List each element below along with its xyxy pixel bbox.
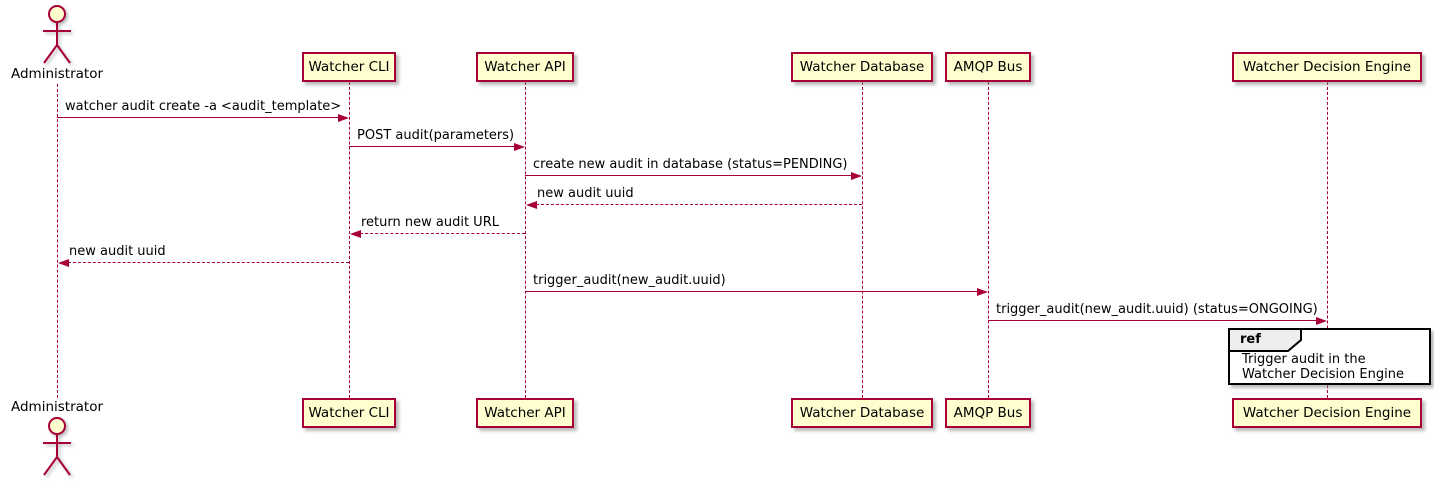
participant-bottom-amqp-bus: AMQP Bus bbox=[945, 398, 1031, 428]
ref-text-line1: Trigger audit in the bbox=[1242, 352, 1366, 367]
participant-top-watcher-database: Watcher Database bbox=[791, 52, 933, 82]
participant-bottom-watcher-decision-engine: Watcher Decision Engine bbox=[1232, 398, 1422, 428]
arrow-head-icon bbox=[350, 230, 361, 238]
ref-text-line2: Watcher Decision Engine bbox=[1242, 367, 1404, 382]
message-line-3 bbox=[525, 175, 851, 176]
participant-bottom-watcher-api: Watcher API bbox=[476, 398, 574, 428]
message-label-8: trigger_audit(new_audit.uuid) (status=ON… bbox=[996, 302, 1318, 317]
lifeline-amqp-bus bbox=[987, 82, 989, 398]
lifeline-watcher-cli bbox=[348, 82, 350, 398]
ref-keyword: ref bbox=[1240, 332, 1261, 347]
participant-top-watcher-api: Watcher API bbox=[476, 52, 574, 82]
message-line-7 bbox=[525, 291, 977, 292]
message-label-7: trigger_audit(new_audit.uuid) bbox=[533, 273, 726, 288]
participant-top-watcher-cli: Watcher CLI bbox=[302, 52, 396, 82]
administrator-actor-icon bbox=[39, 415, 75, 479]
participant-bottom-watcher-database: Watcher Database bbox=[791, 398, 933, 428]
lifeline-watcher-api bbox=[524, 82, 526, 398]
message-line-8 bbox=[988, 320, 1316, 321]
actor-name-bottom: Administrator bbox=[10, 399, 104, 415]
arrow-head-icon bbox=[977, 288, 988, 296]
arrow-head-icon bbox=[526, 201, 537, 209]
message-line-4 bbox=[536, 204, 862, 205]
participant-top-amqp-bus: AMQP Bus bbox=[945, 52, 1031, 82]
ref-header-pentagon bbox=[1228, 328, 1308, 357]
message-label-5: return new audit URL bbox=[361, 215, 499, 230]
arrow-head-icon bbox=[851, 172, 862, 180]
arrow-head-icon bbox=[58, 259, 69, 267]
message-line-2 bbox=[349, 146, 514, 147]
participant-bottom-watcher-cli: Watcher CLI bbox=[302, 398, 396, 428]
message-line-1 bbox=[57, 117, 338, 118]
message-label-2: POST audit(parameters) bbox=[357, 128, 515, 143]
message-label-1: watcher audit create -a <audit_template> bbox=[65, 99, 342, 114]
lifeline-administrator bbox=[56, 84, 58, 398]
message-line-6 bbox=[68, 262, 349, 263]
message-line-5 bbox=[360, 233, 525, 234]
arrow-head-icon bbox=[514, 143, 525, 151]
administrator-actor-icon bbox=[39, 3, 75, 67]
arrow-head-icon bbox=[1316, 317, 1327, 325]
participant-top-watcher-decision-engine: Watcher Decision Engine bbox=[1232, 52, 1422, 82]
lifeline-watcher-database bbox=[861, 82, 863, 398]
lifeline-watcher-decision-engine bbox=[1326, 82, 1328, 398]
arrow-head-icon bbox=[338, 114, 349, 122]
actor-name-top: Administrator bbox=[10, 66, 104, 82]
message-label-3: create new audit in database (status=PEN… bbox=[533, 157, 848, 172]
message-label-6: new audit uuid bbox=[69, 244, 166, 259]
message-label-4: new audit uuid bbox=[537, 186, 634, 201]
